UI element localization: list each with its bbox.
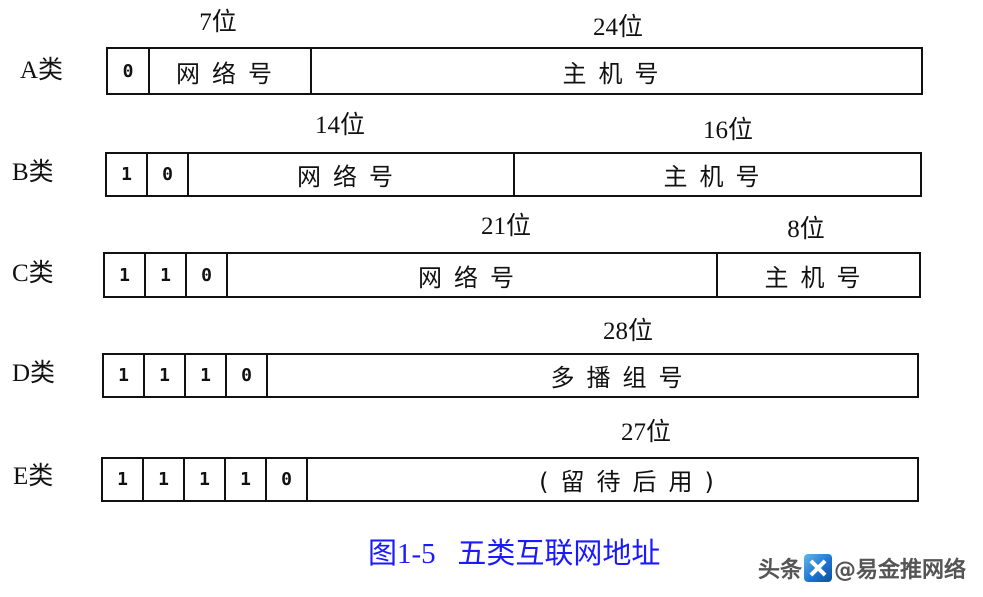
class-a-network-bits-label: 7位 <box>199 9 237 36</box>
class-c-network-field: 网络号 <box>228 254 718 296</box>
class-e-bit-0: 1 <box>103 459 144 500</box>
class-a-bit-0: 0 <box>108 49 150 93</box>
class-b-host-bits-label: 16位 <box>702 117 754 144</box>
class-c-bit-2: 0 <box>187 254 228 296</box>
class-c-label: C类 <box>12 260 54 287</box>
figure-caption: 图1-5 五类互联网地址 <box>368 538 661 570</box>
class-e-reserved-bits-label: 27位 <box>620 419 672 446</box>
blue-x-logo-icon <box>804 554 833 582</box>
class-c-network-bits-label: 21位 <box>480 213 532 240</box>
class-b-network-field: 网络号 <box>189 154 515 195</box>
class-c-address-format: 1 1 0 网络号 主机号 <box>103 252 921 298</box>
class-c-bit-0: 1 <box>105 254 146 296</box>
class-c-bit-1: 1 <box>146 254 187 296</box>
class-b-label: B类 <box>12 159 54 186</box>
class-a-address-format: 0 网络号 主机号 <box>106 47 923 95</box>
watermark-prefix: 头条 <box>758 558 803 583</box>
class-e-bit-3: 1 <box>226 459 267 500</box>
class-c-host-bits-label: 8位 <box>787 216 825 243</box>
class-e-address-format: 1 1 1 1 0 (留待后用) <box>101 457 919 502</box>
class-d-bit-3: 0 <box>227 355 268 396</box>
class-d-bit-0: 1 <box>104 355 145 396</box>
class-a-network-field: 网络号 <box>150 49 312 93</box>
watermark-suffix: @易金推网络 <box>834 558 967 583</box>
class-b-host-field: 主机号 <box>663 163 772 191</box>
class-d-address-format: 1 1 1 0 多播组号 <box>102 353 919 398</box>
class-a-host-bits-label: 24位 <box>592 14 644 41</box>
class-d-multicast-group-field: 多播组号 <box>550 364 695 392</box>
class-e-reserved-field: (留待后用) <box>539 468 726 496</box>
class-e-bit-4: 0 <box>267 459 308 500</box>
class-b-bit-1: 0 <box>148 154 189 195</box>
class-d-bit-1: 1 <box>145 355 186 396</box>
class-b-address-format: 1 0 网络号 主机号 <box>105 152 922 197</box>
watermark: 头条 @易金推网络 <box>758 552 966 584</box>
class-e-bit-2: 1 <box>185 459 226 500</box>
class-a-label: A类 <box>20 57 64 84</box>
class-d-label: D类 <box>12 360 56 387</box>
class-c-host-field: 主机号 <box>764 263 873 292</box>
class-e-bit-1: 1 <box>144 459 185 500</box>
class-d-bit-2: 1 <box>186 355 227 396</box>
class-d-multicast-bits-label: 28位 <box>602 318 654 345</box>
class-b-network-bits-label: 14位 <box>314 112 366 139</box>
class-b-bit-0: 1 <box>107 154 148 195</box>
class-a-host-field: 主机号 <box>562 59 671 88</box>
class-e-label: E类 <box>13 463 54 490</box>
